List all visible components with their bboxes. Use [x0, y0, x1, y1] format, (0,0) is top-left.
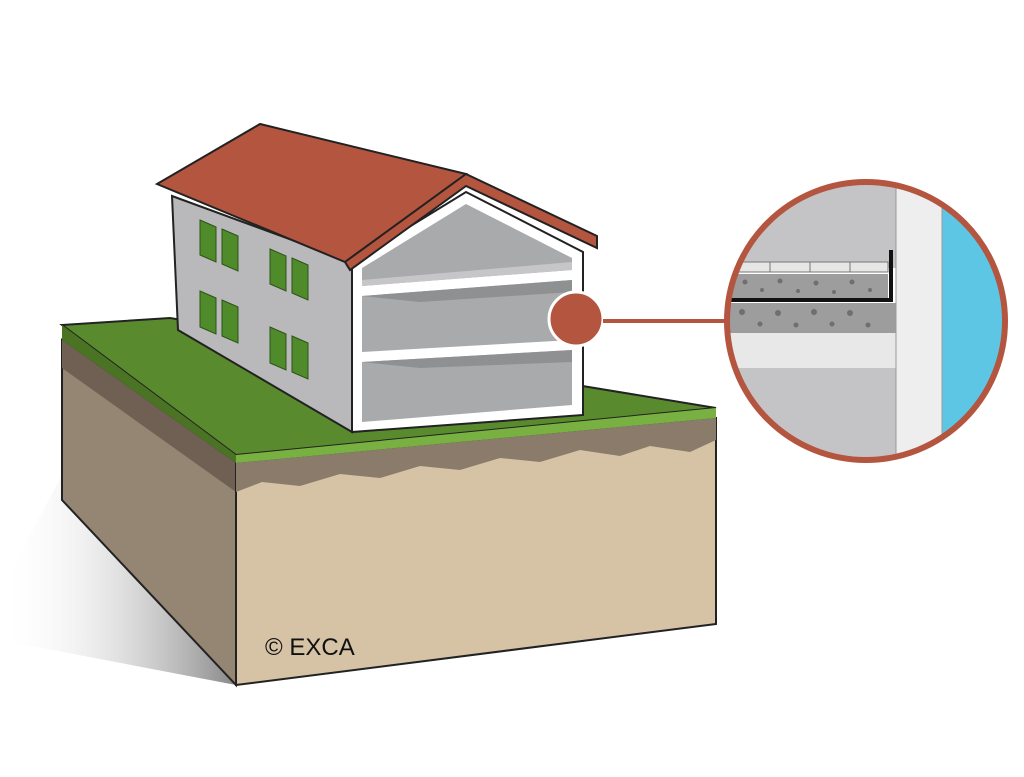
lower-room [362, 350, 572, 422]
insulation-boards [727, 261, 889, 273]
window-group [199, 219, 309, 380]
screed-aggregate [742, 278, 872, 294]
membrane-line [727, 250, 893, 302]
outer-wall [896, 182, 942, 460]
plaster-band [727, 333, 896, 368]
house [154, 122, 598, 434]
subsoil-band-front [236, 418, 716, 492]
screed-layer [727, 274, 888, 298]
window [221, 299, 239, 344]
upper-room-ceiling [362, 280, 572, 302]
attic-room [362, 204, 572, 286]
lower-room-ceiling [362, 350, 572, 368]
window [199, 290, 217, 335]
concrete-slab [727, 303, 896, 333]
window [291, 257, 309, 301]
grass-edge-side [62, 325, 236, 463]
window [269, 248, 287, 292]
window [199, 219, 217, 263]
window [221, 228, 239, 272]
board-joints [769, 262, 851, 272]
detail-marker [547, 290, 605, 348]
detail-ring [724, 179, 1008, 463]
subsoil-band-side [62, 340, 236, 492]
slab-aggregate [739, 309, 871, 328]
grass-edge-front [236, 408, 716, 463]
attic-floor-shade [362, 262, 572, 286]
window [291, 335, 309, 380]
ground-shadow [0, 470, 236, 685]
lower-wall-area [727, 368, 896, 460]
window [269, 326, 287, 371]
roof-gable [343, 172, 598, 272]
detail-magnifier [724, 179, 1008, 463]
copyright-label: © EXCA [265, 634, 355, 661]
